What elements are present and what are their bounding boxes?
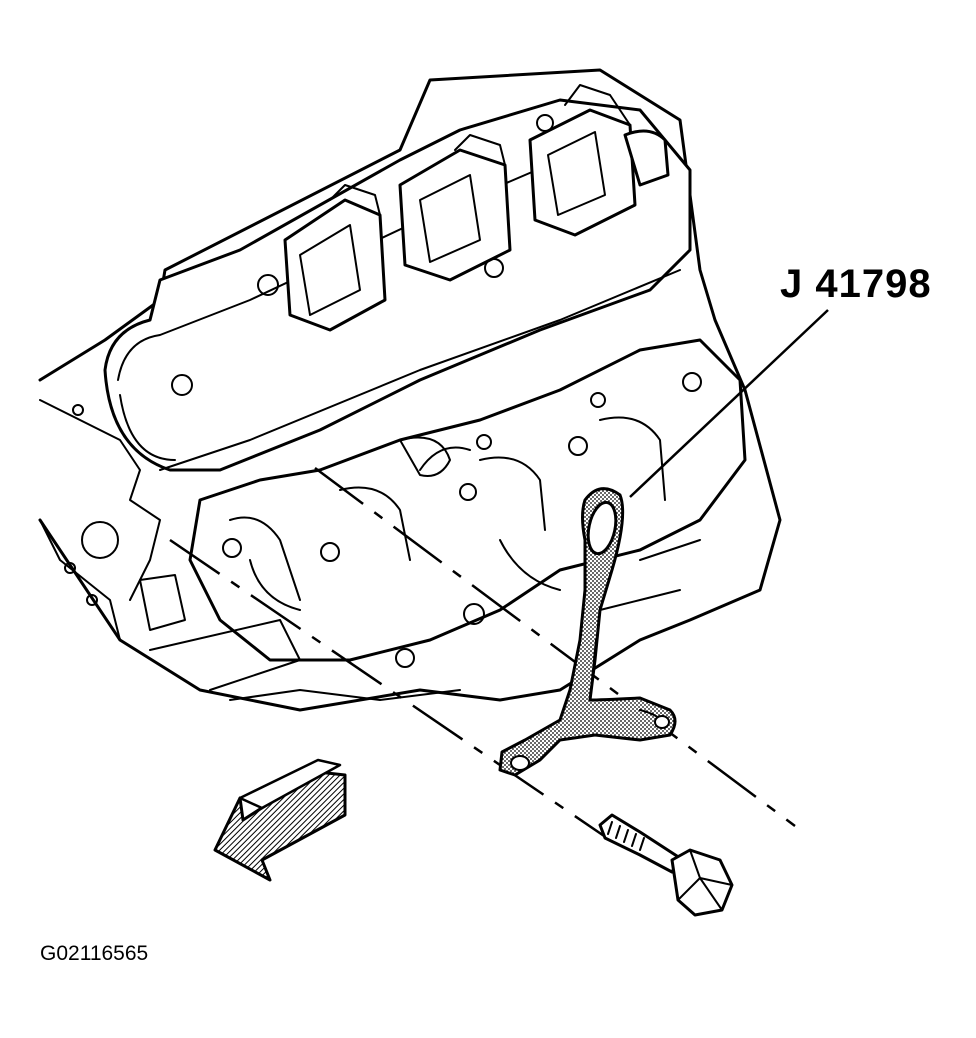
callout-leader-line	[629, 309, 829, 498]
alignment-lines	[169, 466, 796, 842]
figure-id: G02116565	[40, 942, 149, 965]
lower-block	[139, 539, 701, 701]
ignition-coil-1	[283, 184, 387, 332]
alignment-line-upper	[314, 466, 796, 828]
lift-bracket-tool	[498, 487, 677, 777]
mounting-bolt	[598, 813, 734, 917]
tool-callout-label: J 41798	[780, 262, 932, 306]
front-direction-arrow-icon	[213, 758, 347, 882]
ignition-coil-3	[528, 84, 670, 237]
engine-block	[38, 68, 782, 712]
ignition-coil-2	[398, 134, 512, 282]
exhaust-manifold	[188, 338, 747, 668]
alignment-line-lower	[169, 538, 611, 842]
